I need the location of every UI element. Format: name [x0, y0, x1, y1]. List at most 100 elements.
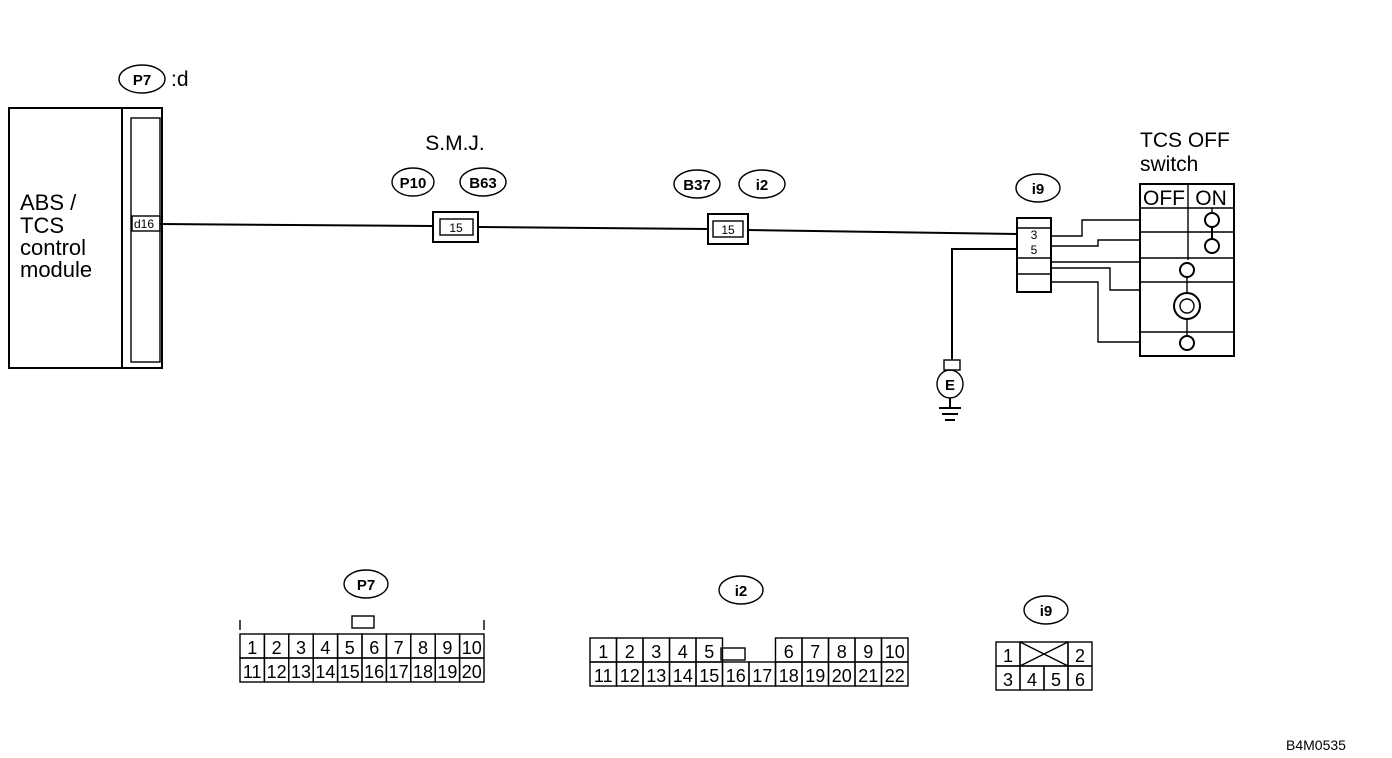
switch-state-on: ON	[1195, 187, 1227, 210]
p7-pin-5-label: 5	[345, 638, 355, 658]
i9-view-pin-2-label: 2	[1075, 646, 1085, 666]
i2-view-tag-label: i2	[735, 583, 748, 600]
mid-joint-pin-label: 15	[721, 223, 735, 237]
ground-lug	[943, 359, 961, 371]
i2-pin-6-label: 6	[784, 642, 794, 662]
p7-pin-20-cell	[458, 657, 485, 683]
harness-wire-4	[1051, 267, 1140, 291]
i9-view-pin-6-cell	[1067, 665, 1093, 691]
i9-tag-oval	[1015, 173, 1061, 203]
wire-smj-to-joint	[477, 226, 709, 230]
i9-view-pin-4-label: 4	[1027, 670, 1037, 690]
i2-view-latch	[720, 647, 746, 661]
p7-pin-18-label: 18	[413, 662, 433, 682]
switch-harness	[1051, 219, 1140, 343]
i2-pin-9-label: 9	[863, 642, 873, 662]
tcs-off-switch: TCS OFF switch OFF ON	[1139, 129, 1235, 357]
p7-pin-7-label: 7	[394, 638, 404, 658]
module-name-line-2: TCS	[20, 213, 64, 238]
p7-pin-17-label: 17	[389, 662, 409, 682]
i2-pin-19-label: 19	[805, 666, 825, 686]
i9-connector-body	[1016, 217, 1052, 293]
p7-pin-15-label: 15	[340, 662, 360, 682]
module-connector-tag: P7 :d	[118, 64, 189, 94]
b63-tag-oval	[459, 167, 507, 197]
p10-tag-label: P10	[400, 175, 427, 192]
smj-junction: S.M.J. P10 B63 15	[391, 132, 507, 243]
b37-tag-oval	[673, 169, 721, 199]
p7-pin-4-label: 4	[320, 638, 330, 658]
p7-tag-oval	[118, 64, 166, 94]
p7-pin-3-label: 3	[296, 638, 306, 658]
i2-pin-11-label: 11	[594, 666, 613, 686]
i2-pin-12-label: 12	[620, 666, 640, 686]
p7-pin-6-label: 6	[369, 638, 379, 658]
figure-code: B4M0535	[1286, 737, 1346, 753]
i9-tag-label: i9	[1032, 181, 1045, 198]
module-name-line-1: ABS /	[20, 190, 77, 215]
p7-pin-8-label: 8	[418, 638, 428, 658]
i2-pin-20-label: 20	[832, 666, 852, 686]
harness-wire-5	[1051, 281, 1140, 343]
i9-view-pin-3-label: 3	[1003, 670, 1013, 690]
i2-pin-1-label: 1	[598, 642, 608, 662]
wire-module-to-smj	[159, 223, 434, 227]
i9-pin-5: 5	[1031, 243, 1038, 257]
i9-view-blank-cross	[1019, 641, 1069, 667]
switch-title-line-1: TCS OFF	[1140, 129, 1230, 152]
i9-pin-3: 3	[1031, 228, 1038, 242]
i9-view-tag-label: i9	[1040, 603, 1053, 620]
i2-pin-10-label: 10	[885, 642, 905, 662]
module-body	[8, 107, 163, 369]
p7-view-latch	[351, 615, 375, 629]
p7-tag-suffix: :d	[171, 68, 189, 91]
harness-wire-1	[1051, 219, 1140, 237]
i2-tag-oval	[738, 169, 786, 199]
p7-pin-9-label: 9	[442, 638, 452, 658]
p7-pin-16-label: 16	[364, 662, 384, 682]
module-terminal-label: d16	[134, 217, 154, 231]
i9-view-pin-1-label: 1	[1003, 646, 1013, 666]
p7-pin-19-label: 19	[437, 662, 457, 682]
lamp-contact-top	[1179, 262, 1195, 278]
i2-view-tag-oval	[718, 575, 764, 605]
switch-connector: i9 3 5	[1015, 173, 1061, 293]
i2-pin-22-cell	[880, 661, 909, 687]
harness-wire-2	[1051, 239, 1140, 247]
smj-pin-label: 15	[449, 221, 463, 235]
i9-view-pin-5-label: 5	[1051, 670, 1061, 690]
module-terminal-box	[131, 215, 161, 232]
p7-view-tag-label: P7	[357, 577, 375, 594]
module-name-line-4: module	[20, 257, 92, 282]
p10-tag-oval	[391, 167, 435, 197]
i9-view-tag-oval	[1023, 595, 1069, 625]
p7-pin-1-label: 1	[247, 638, 257, 658]
p7-pin-14-label: 14	[315, 662, 335, 682]
p7-pin-20-label: 20	[462, 662, 482, 682]
p7-pin-12-label: 12	[267, 662, 287, 682]
i2-pin-5-label: 5	[704, 642, 714, 662]
i2-pin-14-label: 14	[673, 666, 693, 686]
b37-tag-label: B37	[683, 177, 711, 194]
i2-pin-15-label: 15	[699, 666, 719, 686]
i9-view-pin-6-label: 6	[1075, 670, 1085, 690]
mid-joint-connector: B37 i2 15	[673, 169, 786, 245]
i2-pin-13-label: 13	[646, 666, 666, 686]
ground-wire	[951, 248, 1017, 360]
i2-pin-22-label: 22	[885, 666, 905, 686]
i2-pin-7-label: 7	[810, 642, 820, 662]
i2-pin-21-label: 21	[858, 666, 878, 686]
i2-tag-label: i2	[756, 177, 769, 194]
p7-pin-10-label: 10	[462, 638, 482, 658]
i2-pin-2-label: 2	[625, 642, 635, 662]
i2-pin-17-label: 17	[752, 666, 772, 686]
p7-view-tag-oval	[343, 569, 389, 599]
p7-tag-label: P7	[133, 72, 151, 89]
p7-pin-13-label: 13	[291, 662, 311, 682]
p7-pin-2-label: 2	[272, 638, 282, 658]
module-name-line-3: control	[20, 235, 86, 260]
